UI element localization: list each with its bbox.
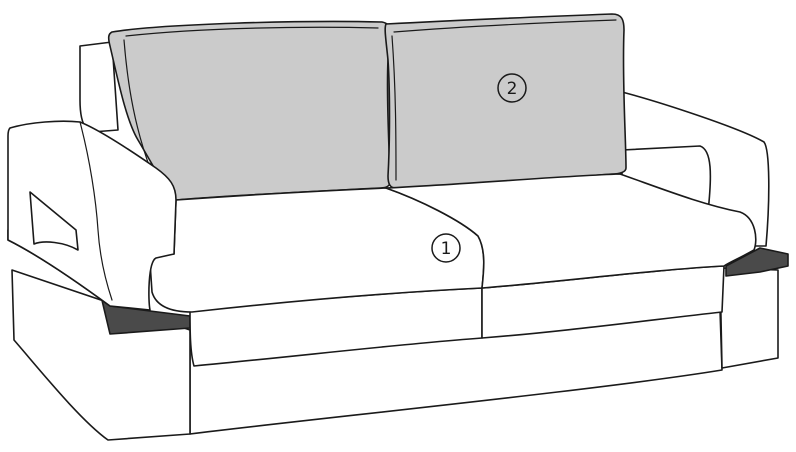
svg-text:2: 2 (507, 79, 518, 99)
callout-seat-cushions: 1 (431, 233, 461, 263)
back-cushion-left (107, 20, 392, 201)
left-armrest (7, 120, 177, 311)
seat-cushion-right (385, 173, 757, 289)
callout-back-cushions: 2 (497, 73, 527, 103)
svg-text:1: 1 (441, 239, 452, 259)
